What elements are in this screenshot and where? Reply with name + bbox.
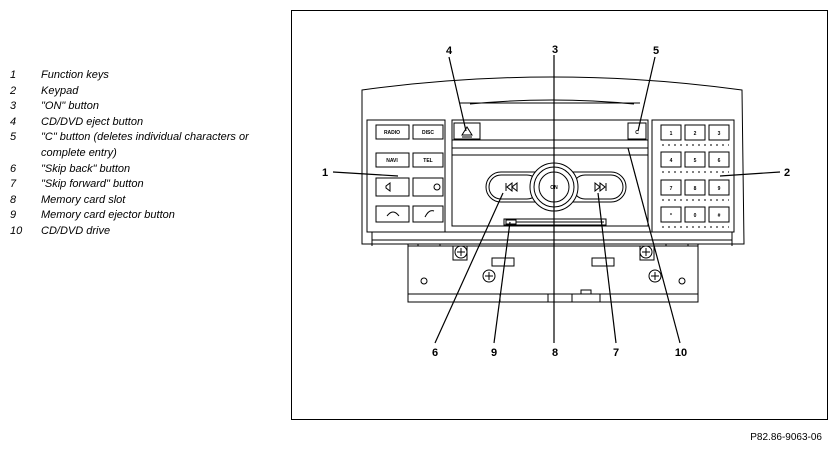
legend-item-1: 1 Function keys — [10, 68, 280, 84]
callout-2: 2 — [784, 167, 790, 179]
legend-item-2: 2 Keypad — [10, 84, 280, 100]
legend-item-7: 7 "Skip forward" button — [10, 177, 280, 193]
speaker-icon — [385, 182, 391, 192]
reference-code: P82.86-9063-06 — [750, 432, 822, 443]
keypad-key[interactable] — [708, 124, 730, 141]
legend-number: 2 — [10, 84, 17, 97]
dial-icon — [433, 183, 441, 191]
keypad-digit: # — [718, 213, 721, 219]
legend-number: 8 — [10, 193, 17, 206]
legend-text: Keypad — [41, 84, 79, 97]
callout-7: 7 — [613, 347, 619, 359]
keypad-key[interactable] — [684, 124, 706, 141]
phone-icon — [424, 210, 435, 218]
legend-text: CD/DVD drive — [41, 224, 111, 237]
cd-eject-button[interactable] — [453, 122, 481, 140]
screw-icon — [639, 245, 653, 259]
keypad-key[interactable] — [708, 151, 730, 168]
legend-item-3: 3 "ON" button — [10, 99, 280, 115]
screw-icon — [454, 245, 468, 259]
memory-card-slot — [503, 218, 607, 226]
keypad-digit: 9 — [718, 186, 721, 192]
legend-item-10: 10 CD/DVD drive — [10, 224, 280, 240]
keypad-key[interactable] — [660, 151, 682, 168]
tel-label: TEL — [423, 158, 432, 164]
legend-text: Function keys — [41, 69, 109, 81]
legend-number: 9 — [10, 209, 17, 222]
leader-lines — [332, 55, 781, 344]
legend-text: Memory card ejector button — [41, 209, 175, 222]
hang-up-icon — [386, 211, 400, 217]
keypad-key[interactable] — [660, 179, 682, 196]
keypad-key[interactable] — [684, 151, 706, 168]
legend-text: "Skip forward" button — [41, 178, 144, 191]
legend-list: 1 Function keys 2 Keypad 3 "ON" button 4… — [10, 68, 280, 240]
callout-8: 8 — [552, 347, 558, 359]
disc-label: DISC — [422, 130, 434, 136]
c-button[interactable] — [627, 122, 647, 140]
keypad — [660, 124, 730, 228]
callout-9: 9 — [491, 347, 497, 359]
legend-text: "ON" button — [41, 100, 99, 113]
call-accept-button[interactable] — [412, 205, 444, 223]
callout-6: 6 — [432, 347, 438, 359]
keypad-key[interactable] — [684, 206, 706, 223]
skip-forward-icon — [594, 181, 607, 193]
front-panel — [361, 76, 745, 246]
legend-number: 6 — [10, 162, 17, 175]
c-label: C — [635, 130, 639, 136]
function-keys — [375, 124, 444, 223]
legend-text: "C" button (deletes individual character… — [41, 131, 249, 159]
keypad-digit: 5 — [694, 158, 697, 164]
keypad-key[interactable] — [660, 124, 682, 141]
legend-number: 1 — [10, 69, 17, 81]
legend-item-8: 8 Memory card slot — [10, 193, 280, 209]
legend-number: 7 — [10, 178, 17, 191]
navi-button[interactable] — [375, 152, 410, 168]
screw-icon — [648, 269, 662, 283]
settings-button[interactable] — [412, 177, 444, 197]
figure-frame — [291, 10, 828, 420]
disc-button[interactable] — [412, 124, 444, 140]
callout-1: 1 — [322, 167, 328, 179]
legend-item-6: 6 "Skip back" button — [10, 162, 280, 178]
legend-number: 10 — [10, 224, 23, 237]
keypad-digit: 3 — [718, 131, 721, 137]
keypad-digit: 8 — [694, 186, 697, 192]
tel-button[interactable] — [412, 152, 444, 168]
keypad-digit: 0 — [694, 213, 697, 219]
legend-item-4: 4 CD/DVD eject button — [10, 115, 280, 131]
keypad-key[interactable] — [708, 179, 730, 196]
radio-label: RADIO — [384, 130, 400, 136]
volume-button[interactable] — [375, 177, 410, 197]
keypad-digit: 4 — [670, 158, 673, 164]
legend-item-5: 5 "C" button (deletes individual charact… — [10, 130, 280, 161]
keypad-digit: 7 — [670, 186, 673, 192]
keypad-key[interactable] — [708, 206, 730, 223]
callout-4: 4 — [446, 45, 453, 57]
legend-text: "Skip back" button — [41, 162, 131, 175]
keypad-digit: 2 — [694, 131, 697, 137]
radio-button[interactable] — [375, 124, 410, 140]
legend-number: 3 — [10, 100, 17, 113]
legend-text: Memory card slot — [41, 193, 126, 206]
call-end-button[interactable] — [375, 205, 410, 223]
navi-label: NAVI — [386, 158, 398, 164]
legend-number: 4 — [10, 115, 17, 128]
legend-text: CD/DVD eject button — [41, 115, 144, 128]
keypad-digit: 1 — [670, 131, 673, 137]
callout-5: 5 — [653, 45, 659, 57]
legend-number: 5 — [10, 131, 17, 144]
callout-10: 10 — [675, 347, 687, 359]
skip-back-icon — [505, 181, 518, 193]
screw-icon — [482, 269, 496, 283]
keypad-key[interactable] — [660, 206, 682, 223]
callout-3: 3 — [552, 44, 558, 56]
keypad-digit: * — [670, 213, 672, 219]
keypad-digit: 6 — [718, 158, 721, 164]
legend-item-9: 9 Memory card ejector button — [10, 208, 280, 224]
keypad-key[interactable] — [684, 179, 706, 196]
